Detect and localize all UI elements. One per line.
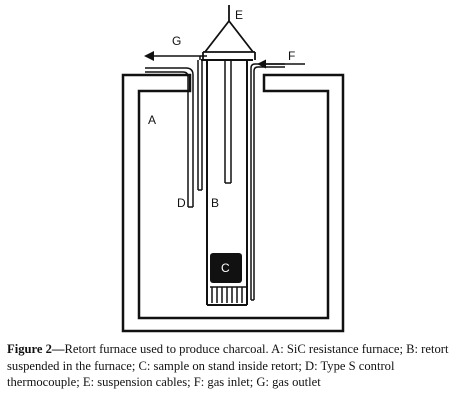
- caption-text: Retort furnace used to produce charcoal.…: [7, 342, 449, 389]
- arrow-gas-inlet: [257, 59, 305, 69]
- figure-caption: Figure 2—Retort furnace used to produce …: [7, 341, 453, 391]
- retort-furnace-diagram: A B C D E F G: [121, 5, 345, 333]
- retort: [201, 59, 253, 306]
- gas-inlet-pipe: [250, 63, 285, 301]
- label-F: F: [288, 49, 295, 63]
- furnace-outer-wall: [121, 73, 345, 333]
- sample-block: [210, 253, 242, 283]
- suspension-cables: [202, 5, 256, 60]
- retort-inner-tube: [224, 60, 232, 184]
- label-B: B: [211, 196, 219, 210]
- thermocouple: [145, 67, 194, 208]
- label-G: G: [172, 34, 181, 48]
- label-A: A: [148, 113, 156, 127]
- sample-stand: [210, 286, 247, 303]
- label-D: D: [177, 196, 186, 210]
- label-E: E: [235, 8, 243, 22]
- label-C: C: [221, 261, 230, 275]
- arrow-gas-outlet: [144, 51, 200, 61]
- gas-outlet-pipe: [197, 55, 207, 191]
- caption-lead: Figure 2—: [7, 342, 65, 356]
